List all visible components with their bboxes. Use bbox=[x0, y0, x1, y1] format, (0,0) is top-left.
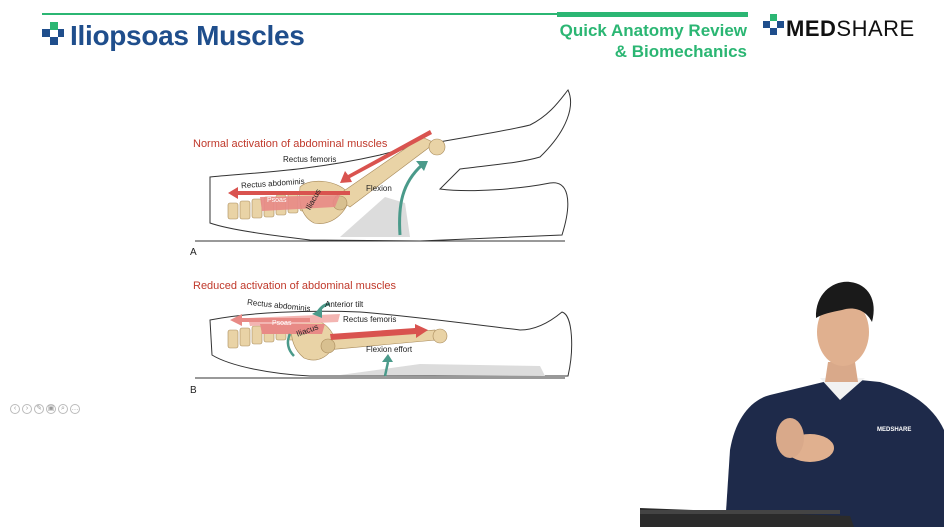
figure-a-illustration bbox=[195, 89, 571, 242]
figure-b-tag: B bbox=[190, 385, 197, 396]
label-a-rectus-femoris: Rectus femoris bbox=[283, 155, 337, 164]
page-subtitle: Quick Anatomy Review & Biomechanics bbox=[560, 20, 747, 62]
shirt-logo: MEDSHARE bbox=[877, 427, 912, 433]
next-icon[interactable]: › bbox=[22, 404, 32, 414]
brand-name: MEDSHARE bbox=[786, 16, 915, 41]
header-rule-accent bbox=[557, 12, 748, 17]
figure-a-tag: A bbox=[190, 247, 197, 258]
label-b-rectus-femoris: Rectus femoris bbox=[343, 315, 397, 324]
header-rule bbox=[42, 13, 748, 15]
prev-icon[interactable]: ‹ bbox=[10, 404, 20, 414]
zoom-icon[interactable]: ▣ bbox=[46, 404, 56, 414]
more-icon[interactable]: … bbox=[70, 404, 80, 414]
label-b-anterior-tilt: Anterior tilt bbox=[325, 300, 364, 309]
label-a-flexion: Flexion bbox=[366, 184, 392, 193]
page-title: Iliopsoas Muscles bbox=[70, 20, 305, 51]
title-logo-icon bbox=[42, 22, 64, 45]
figure-b-caption: Reduced activation of abdominal muscles bbox=[193, 280, 397, 292]
presenter-video bbox=[640, 281, 944, 527]
subtitle-line2: & Biomechanics bbox=[614, 42, 747, 61]
brand-logo-icon bbox=[763, 14, 784, 35]
figure-b-illustration bbox=[195, 302, 573, 379]
label-b-psoas: Psoas bbox=[272, 320, 292, 327]
slide-toolbar: ‹ › ✎ ▣ ⌕ … bbox=[10, 404, 80, 414]
label-b-flexion-effort: Flexion effort bbox=[366, 345, 413, 354]
figure-a-caption: Normal activation of abdominal muscles bbox=[193, 138, 388, 150]
label-a-psoas: Psoas bbox=[267, 197, 287, 204]
pen-icon[interactable]: ✎ bbox=[34, 404, 44, 414]
subtitle-line1: Quick Anatomy Review bbox=[559, 21, 747, 40]
search-icon[interactable]: ⌕ bbox=[58, 404, 68, 414]
